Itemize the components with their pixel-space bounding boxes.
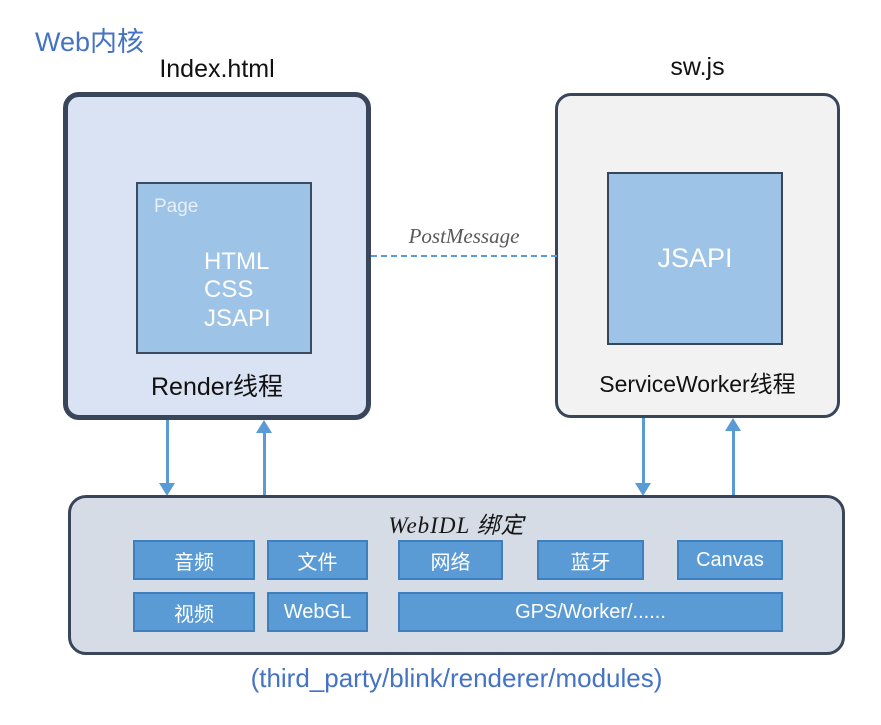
module-chip-network: 网络 xyxy=(398,540,503,580)
diagram-title: Web内核 xyxy=(35,27,145,57)
postmessage-dashed-connector xyxy=(371,255,557,257)
module-chip-video: 视频 xyxy=(133,592,255,632)
serviceworker-thread-label: ServiceWorker线程 xyxy=(599,371,796,397)
arrow-shaft xyxy=(262,430,266,496)
jsapi-box-label: JSAPI xyxy=(657,243,733,273)
arrow-head xyxy=(725,418,741,431)
module-chip-audio: 音频 xyxy=(133,540,255,580)
page-line-html: HTML xyxy=(204,248,270,275)
postmessage-label: PostMessage xyxy=(408,224,520,248)
sw-js-label: sw.js xyxy=(670,53,725,81)
render-thread-label: Render线程 xyxy=(151,373,283,401)
arrow-head xyxy=(635,483,651,496)
arrow-shaft xyxy=(731,428,735,496)
serviceworker-thread-box: JSAPI ServiceWorker线程 xyxy=(555,93,840,418)
module-chip-bluetooth: 蓝牙 xyxy=(537,540,644,580)
arrow-down-icon xyxy=(635,418,651,496)
module-chip-canvas: Canvas xyxy=(677,540,783,580)
webidl-binding-title: WebIDL 绑定 xyxy=(388,513,525,538)
index-html-label: Index.html xyxy=(159,55,275,83)
page-box-contents: HTML CSS JSAPI xyxy=(204,248,271,333)
module-chip-file: 文件 xyxy=(267,540,368,580)
arrow-up-icon xyxy=(725,418,741,496)
page-box: Page HTML CSS JSAPI xyxy=(136,182,312,354)
jsapi-box: JSAPI xyxy=(607,172,783,345)
page-line-css: CSS xyxy=(204,276,254,304)
arrow-down-icon xyxy=(159,420,175,496)
arrow-head xyxy=(256,420,272,433)
arrow-head xyxy=(159,483,175,496)
page-line-jsapi: JSAPI xyxy=(204,304,271,332)
arrow-up-icon xyxy=(256,420,272,496)
webidl-binding-box: WebIDL 绑定 音频 文件 网络 蓝牙 Canvas 视频 WebGL GP… xyxy=(68,495,845,655)
arrow-shaft xyxy=(641,418,645,486)
page-box-label: Page xyxy=(154,196,199,217)
module-chip-webgl: WebGL xyxy=(267,592,368,632)
arrow-shaft xyxy=(165,420,169,486)
render-thread-box: Page HTML CSS JSAPI Render线程 xyxy=(63,92,371,420)
module-chip-gps-worker: GPS/Worker/...... xyxy=(398,592,783,632)
source-path-caption: (third_party/blink/renderer/modules) xyxy=(250,663,663,693)
